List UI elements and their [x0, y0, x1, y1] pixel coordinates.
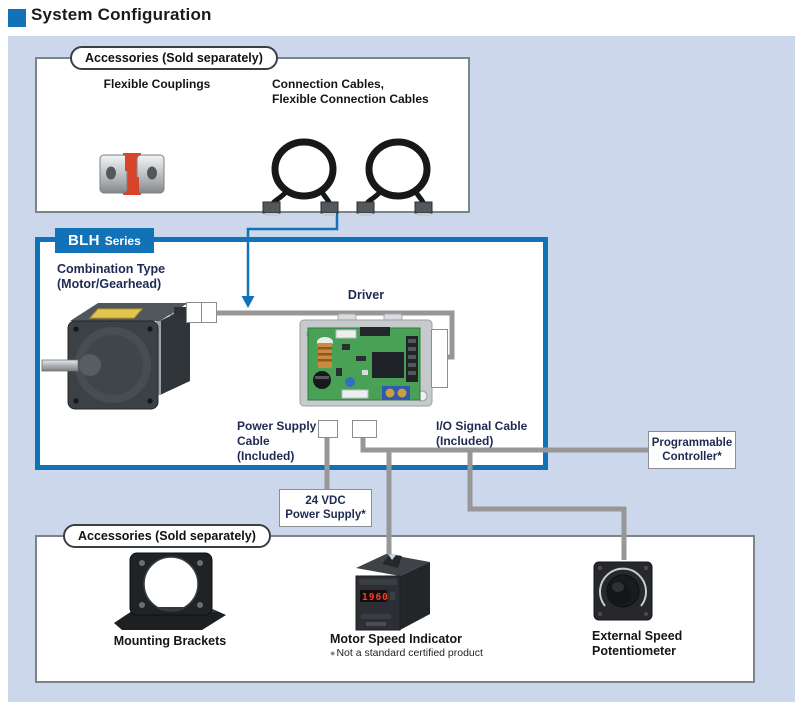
- svg-text:1960: 1960: [362, 592, 389, 603]
- connection-cables-image: [256, 136, 352, 216]
- indicator-note: ●Not a standard certified product: [330, 647, 483, 659]
- flexible-coupling-image: [96, 146, 168, 200]
- arrow-down-icon: [241, 296, 255, 308]
- driver-board-image: [298, 312, 434, 412]
- driver-label: Driver: [347, 288, 385, 302]
- motor-cable-connector: [186, 302, 217, 323]
- motor-cable-line: [148, 310, 455, 360]
- mounting-bracket-image: [108, 551, 232, 631]
- mounting-brackets-label: Mounting Brackets: [113, 634, 227, 648]
- potentiometer-cable-line: [467, 450, 627, 560]
- indicator-note-text: Not a standard certified product: [336, 647, 483, 659]
- cable-pointer-line: [246, 211, 339, 298]
- accessories-bottom-tag: Accessories (Sold separately): [63, 524, 271, 548]
- speed-potentiometer-image: [590, 554, 656, 626]
- connection-cables-image-2: [350, 136, 446, 216]
- power-supply-box: 24 VDC Power Supply*: [279, 489, 372, 527]
- connection-cables-label: Connection Cables, Flexible Connection C…: [272, 77, 429, 106]
- flexible-couplings-label: Flexible Couplings: [103, 77, 211, 91]
- accessories-top-tag: Accessories (Sold separately): [70, 46, 278, 70]
- programmable-controller-box: Programmable Controller*: [648, 431, 736, 469]
- io-cable-line: [360, 437, 650, 453]
- driver-side-connector: [431, 329, 448, 388]
- combination-type-label: Combination Type (Motor/Gearhead): [57, 262, 166, 291]
- motor-speed-indicator-label: Motor Speed Indicator ●Not a standard ce…: [330, 632, 483, 659]
- motor-speed-indicator-title: Motor Speed Indicator: [330, 632, 462, 646]
- blh-series-tab: BLH Series: [55, 228, 154, 253]
- motor-speed-indicator-image: 1960: [350, 552, 434, 632]
- blh-series-suffix: Series: [104, 233, 141, 248]
- io-connector: [352, 420, 377, 438]
- power-connector: [318, 420, 338, 438]
- motor-gearhead-image: [40, 297, 202, 413]
- io-signal-cable-label: I/O Signal Cable (Included): [436, 419, 528, 448]
- section-marker-icon: [8, 9, 26, 27]
- bullet-icon: ●: [330, 648, 336, 658]
- speed-potentiometer-label: External Speed Potentiometer: [592, 629, 683, 658]
- power-supply-cable-label: Power Supply Cable (Included): [237, 419, 317, 463]
- blh-series-name: BLH: [68, 232, 100, 249]
- page-title: System Configuration: [31, 5, 212, 24]
